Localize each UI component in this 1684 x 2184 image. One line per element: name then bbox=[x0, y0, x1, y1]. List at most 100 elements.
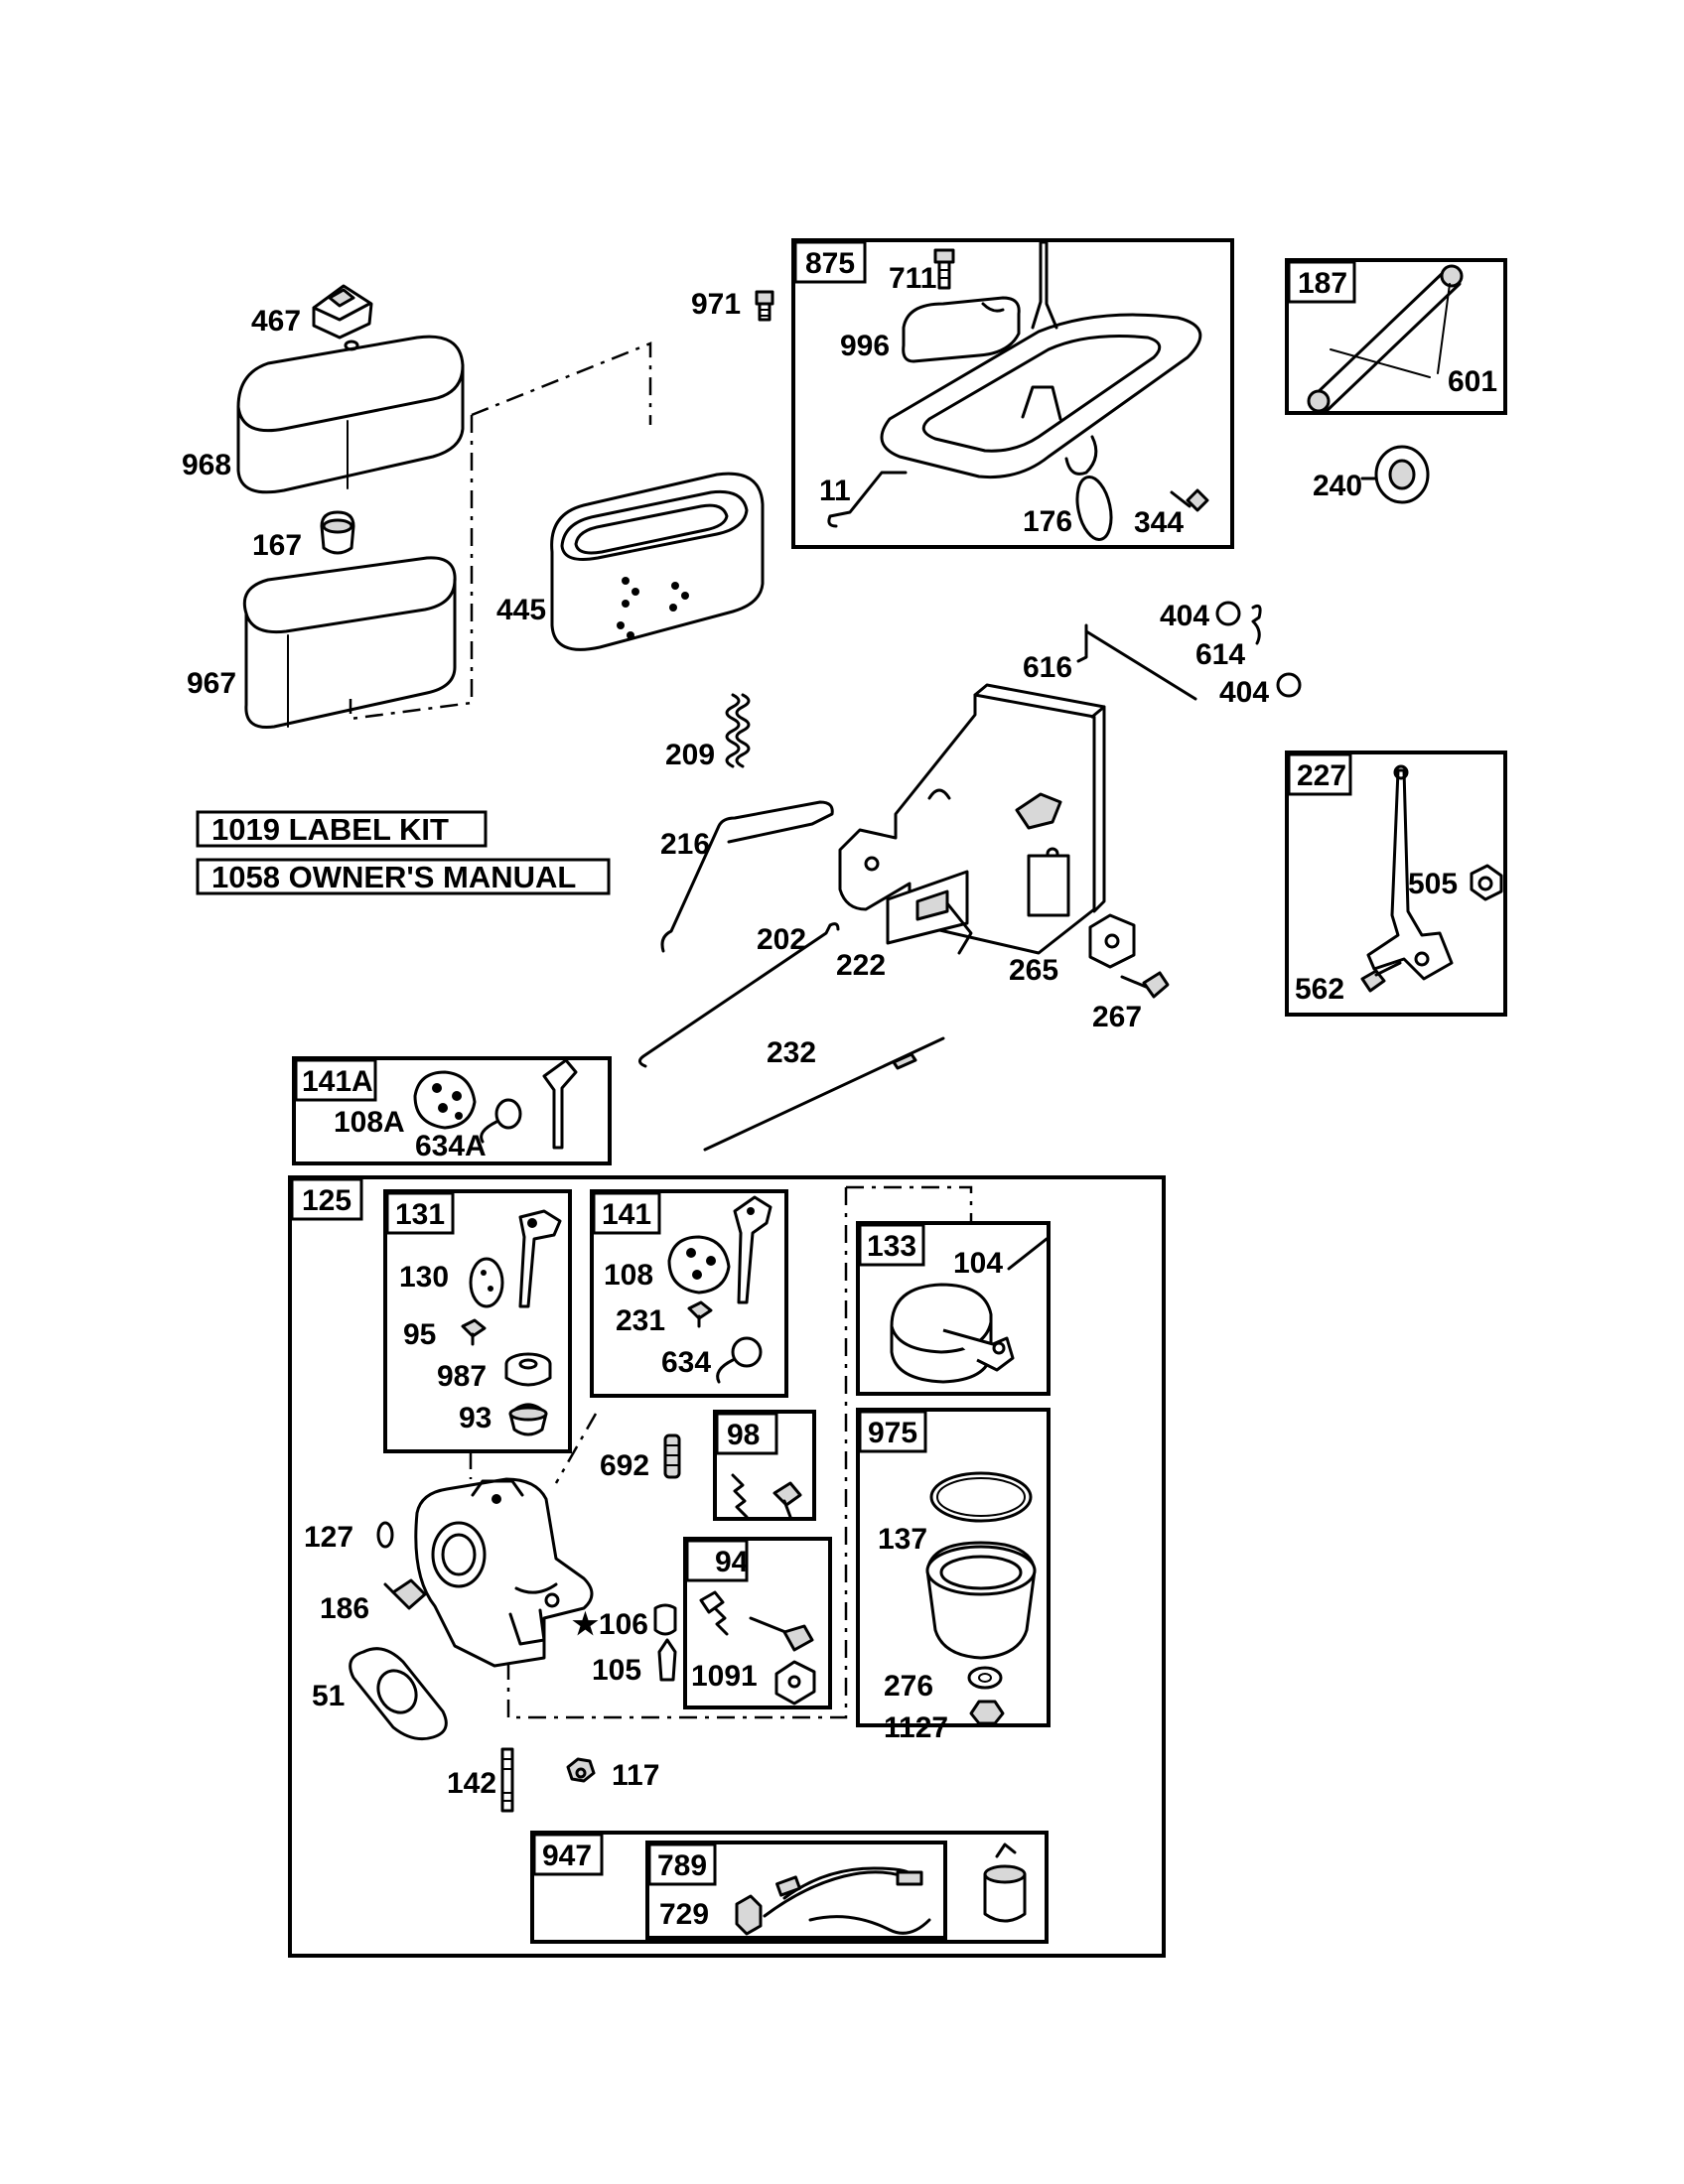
label-137: 137 bbox=[878, 1523, 927, 1556]
nut-part-167 bbox=[320, 510, 355, 555]
cover-part-968 bbox=[236, 335, 465, 494]
oring-part-176 bbox=[1075, 476, 1113, 541]
box-141: 141 bbox=[590, 1189, 788, 1398]
jet-part-106 bbox=[653, 1603, 677, 1636]
control-bracket-part bbox=[838, 683, 1106, 955]
screw-part-562 bbox=[1360, 961, 1402, 993]
knob-part-467 bbox=[312, 284, 373, 340]
pin-part-104 bbox=[1007, 1237, 1049, 1271]
link-part-216 bbox=[660, 800, 834, 953]
mixture-screw-part-94 bbox=[699, 1590, 814, 1652]
plate-part-108A bbox=[413, 1070, 477, 1130]
label-276: 276 bbox=[884, 1670, 933, 1703]
box-875: 875 bbox=[791, 238, 1234, 549]
screw-part-971 bbox=[755, 290, 774, 322]
label-209: 209 bbox=[665, 739, 715, 771]
gasket-part-51 bbox=[349, 1647, 448, 1741]
label-692: 692 bbox=[600, 1449, 649, 1482]
box-131: 131 bbox=[383, 1189, 572, 1453]
leader-carb bbox=[469, 1413, 598, 1484]
throttle-shaft-part-131 bbox=[518, 1209, 562, 1308]
fitting-part-186 bbox=[383, 1578, 427, 1610]
shaft-part-141 bbox=[733, 1195, 772, 1304]
pre-cleaner-part-967 bbox=[242, 556, 457, 730]
screw-part-267 bbox=[1120, 971, 1170, 999]
stud-part-142 bbox=[500, 1747, 514, 1813]
label-467: 467 bbox=[251, 305, 301, 338]
clamp-part-265 bbox=[1088, 913, 1136, 969]
label-117: 117 bbox=[612, 1759, 659, 1792]
oring-part-127 bbox=[376, 1521, 394, 1549]
label-142: 142 bbox=[447, 1767, 496, 1800]
label-996: 996 bbox=[840, 330, 890, 362]
box-94: 94 bbox=[683, 1537, 832, 1709]
label-729: 729 bbox=[659, 1898, 709, 1931]
washer-part-404b bbox=[1276, 672, 1302, 698]
box-975-label: 975 bbox=[868, 1417, 917, 1449]
label-445: 445 bbox=[496, 594, 546, 626]
carburetor-body-part bbox=[414, 1477, 594, 1668]
plug-part-1091 bbox=[774, 1660, 816, 1706]
label-176: 176 bbox=[1023, 505, 1072, 538]
solenoid-part-729 bbox=[735, 1894, 763, 1936]
label-616: 616 bbox=[1023, 651, 1072, 684]
leader-601 bbox=[1330, 283, 1451, 378]
label-634: 634 bbox=[661, 1346, 711, 1379]
box-131-label: 131 bbox=[395, 1198, 445, 1231]
label-344: 344 bbox=[1134, 506, 1184, 539]
shaft-part-141A bbox=[542, 1058, 578, 1150]
label-267: 267 bbox=[1092, 1001, 1142, 1033]
box-141A: 141A bbox=[292, 1056, 612, 1165]
box-227-label: 227 bbox=[1297, 759, 1346, 792]
label-11: 11 bbox=[819, 475, 851, 507]
slider-part-222 bbox=[886, 870, 973, 955]
screw-part-231 bbox=[687, 1300, 713, 1328]
box-789: 789 bbox=[645, 1841, 947, 1940]
owners-manual-box: 1058 OWNER'S MANUAL bbox=[196, 858, 611, 895]
box-947: 947 bbox=[530, 1831, 1049, 1944]
label-404b: 404 bbox=[1219, 676, 1269, 709]
label-614: 614 bbox=[1195, 638, 1245, 671]
label-240: 240 bbox=[1313, 470, 1362, 502]
label-216: 216 bbox=[660, 828, 710, 861]
label-105: 105 bbox=[592, 1654, 641, 1687]
box-125: 125 bbox=[288, 1175, 1166, 1958]
label-106: ★106 bbox=[572, 1608, 648, 1641]
plate-part-130 bbox=[469, 1257, 504, 1308]
box-133-label: 133 bbox=[867, 1230, 916, 1263]
link-part-11 bbox=[827, 471, 908, 528]
label-232: 232 bbox=[767, 1036, 816, 1069]
box-187: 187 bbox=[1285, 258, 1507, 415]
bolt-part-1127 bbox=[969, 1700, 1005, 1725]
needle-part-105 bbox=[657, 1638, 677, 1682]
rod-part-202 bbox=[638, 922, 840, 1068]
plate-part-108 bbox=[667, 1235, 731, 1295]
label-95: 95 bbox=[403, 1318, 436, 1351]
label-108A: 108A bbox=[334, 1106, 405, 1139]
label-202: 202 bbox=[757, 923, 806, 956]
label-127: 127 bbox=[304, 1521, 353, 1554]
cartridge-part-445 bbox=[550, 472, 765, 651]
box-227: 227 bbox=[1285, 751, 1507, 1017]
screw-part-711 bbox=[933, 248, 955, 290]
fuel-filter-part-240 bbox=[1360, 445, 1430, 504]
label-404a: 404 bbox=[1160, 600, 1209, 632]
label-711: 711 bbox=[889, 262, 936, 295]
box-975: 975 bbox=[856, 1408, 1051, 1727]
screw-part-95 bbox=[461, 1318, 487, 1346]
label-505: 505 bbox=[1408, 868, 1458, 900]
label-562: 562 bbox=[1295, 973, 1344, 1006]
label-968: 968 bbox=[182, 449, 231, 481]
box-98-label: 98 bbox=[727, 1419, 760, 1451]
wire-harness-part-789 bbox=[763, 1866, 931, 1935]
box-98: 98 bbox=[713, 1410, 816, 1521]
box-141-label: 141 bbox=[602, 1198, 651, 1231]
box-947-label: 947 bbox=[542, 1840, 592, 1872]
label-265: 265 bbox=[1009, 954, 1058, 987]
label-51: 51 bbox=[312, 1680, 345, 1712]
solenoid-part-947 bbox=[983, 1843, 1027, 1923]
label-130: 130 bbox=[399, 1261, 449, 1294]
float-part-133 bbox=[890, 1283, 1015, 1384]
label-167: 167 bbox=[252, 529, 302, 562]
box-789-label: 789 bbox=[657, 1849, 707, 1882]
